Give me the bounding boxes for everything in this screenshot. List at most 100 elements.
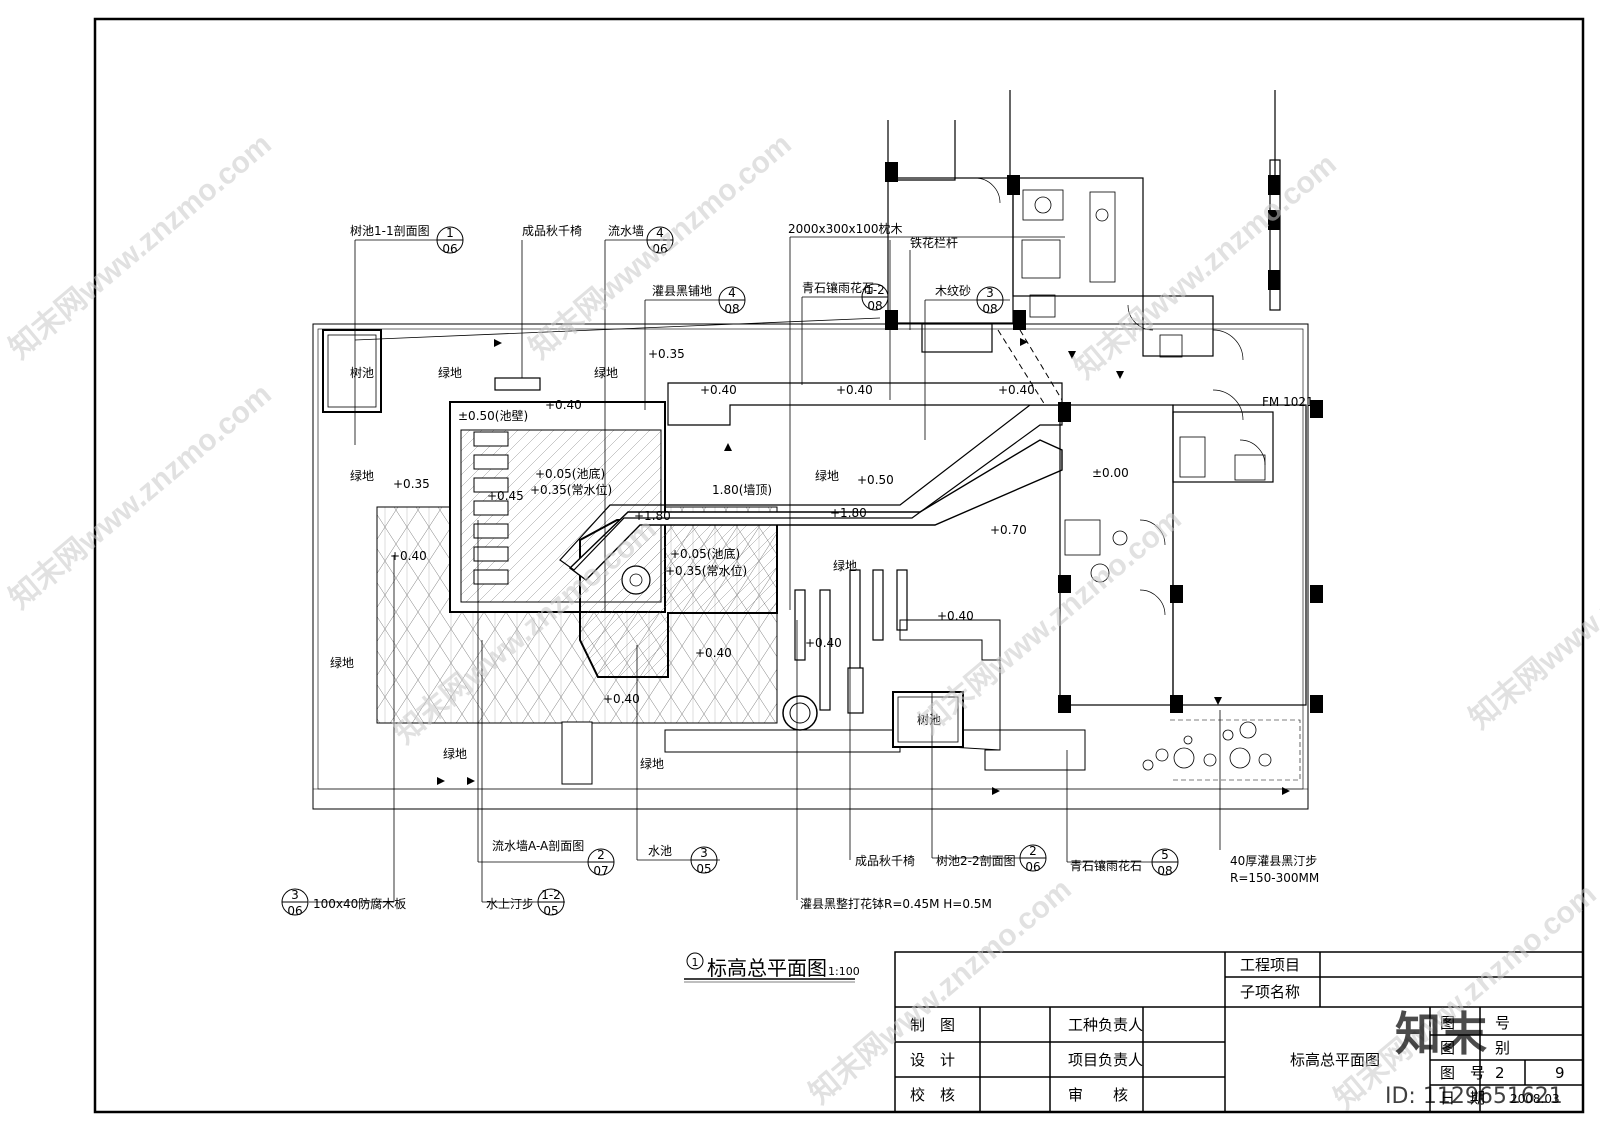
elevation: +0.40 [836,383,873,397]
tb-trade-lead: 工种负责人 [1068,1016,1143,1034]
watermark-id: ID: 1129651621 [1385,1084,1563,1109]
tb-sheet-title: 标高总平面图 [1290,1051,1380,1069]
callout-num: 4 [656,226,664,240]
tb-cat-value: 号 [1495,1014,1510,1032]
stone-path [664,619,1086,771]
callout-num: 5 [1161,848,1169,862]
watermark-text: 知末网www.znzmo.com [3,128,277,366]
stepping-stones [473,431,509,585]
zone-label: 绿地 [443,746,467,761]
drawing-title: 标高总平面图 [707,956,827,980]
tb-cat: 图 [1440,1014,1455,1032]
zone-label: 绿地 [594,365,618,380]
building [887,90,1307,706]
title-block [894,951,1584,1113]
elevation: ±0.50(池壁) [458,408,528,423]
callout-label: 树池1-1剖面图 [350,223,430,238]
elevation: +0.40 [805,636,842,650]
callout-sheet: 07 [593,864,608,878]
callout-label: 流水墙A-A剖面图 [492,839,584,853]
swing-chair-top [494,377,541,391]
callout-label: R=150-300MM [1230,871,1319,885]
elevation: +0.70 [990,523,1027,537]
zone-label: 绿地 [640,756,664,771]
callout-label: 水池 [648,844,672,858]
callout-label: 铁花栏杆 [910,235,958,250]
tb-type-value: 别 [1495,1039,1510,1057]
callout-label: 灌县黑整打花钵R=0.45M H=0.5M [800,896,992,911]
elevation: +0.40 [700,383,737,397]
zone-label: 绿地 [438,365,462,380]
elevation: +0.40 [603,692,640,706]
site-boundary [312,323,1309,810]
callout-label: 木纹砂 [935,284,971,298]
callout-sheet: 08 [1157,864,1172,878]
tb-project: 工程项目 [1240,956,1300,974]
elevation: +0.05(池底) [535,466,605,481]
callout-sheet: 05 [543,904,558,918]
elevation: +0.40 [390,549,427,563]
title-number: 1 [692,956,699,969]
callout-sheet: 06 [652,242,667,256]
callout-label: 2000x300x100枕木 [788,221,903,236]
callout-sheet: 05 [696,862,711,876]
elevation: +0.35(常水位) [665,563,747,578]
building-columns [885,162,1323,713]
watermark-text: 知末网www.znzmo.com [1068,148,1342,386]
flower-pot [782,695,818,731]
tree-pit-bottom [892,691,964,748]
zone-label: 绿地 [350,468,374,483]
callout-label: 水上汀步 [486,897,534,911]
callout-circles [281,226,1179,970]
callout-label: 树池2-2剖面图 [936,853,1016,868]
callout-num: 2 [597,848,605,862]
callout-sheet: 06 [287,904,302,918]
callout-label: 100x40防腐木板 [313,896,406,911]
drawing-scale: 1:100 [828,965,860,978]
callout-num: 1-2 [541,888,561,902]
callout-sheet: 08 [724,302,739,316]
door-label: FM 1021 [1262,395,1314,409]
callout-num: 1 [446,226,454,240]
watermark-text: 知末网www.znzmo.com [1463,498,1600,736]
tb-date-value: 2008.03 [1510,1092,1560,1106]
upper-wall [667,382,1063,426]
tb-design: 设 计 [910,1051,955,1069]
callout-label: 成品秋千椅 [522,224,582,238]
callout-num: 1-2 [865,283,885,297]
callout-num: 3 [700,846,708,860]
elevation: +0.05(池底) [670,546,740,561]
tb-date-label: 日 期 [1440,1089,1485,1107]
callout-sheet: 08 [867,299,882,313]
callout-sheet: 06 [1025,860,1040,874]
tb-project-lead: 项目负责人 [1068,1051,1143,1069]
zone-label: 树池 [917,712,941,727]
elevation: +0.50 [857,473,894,487]
tb-type: 图 [1440,1039,1455,1057]
callout-sheet: 08 [982,302,997,316]
elevation: 1.80(墙顶) [712,483,772,497]
timber-sleepers [794,569,908,714]
callout-label: 青石镶雨花石 [1070,858,1142,873]
tb-check: 校 核 [910,1086,955,1104]
watermark-text: 知末网www.znzmo.com [523,128,797,366]
garden-steps [1142,721,1272,771]
elevation: +0.40 [545,398,582,412]
zone-label: 树池 [350,365,374,380]
zone-label: 绿地 [833,558,857,573]
callout-label: 青石镶雨花石 [802,280,874,295]
tb-draw: 制 图 [910,1016,955,1034]
sheet-border [93,17,1585,1114]
water-wall [568,439,1063,581]
elevation: +0.35(常水位) [530,482,612,497]
elevation: +1.80 [830,506,867,520]
zone-label: 绿地 [330,655,354,670]
callout-num: 3 [986,286,994,300]
zone-label: 绿地 [815,468,839,483]
elevation: +1.80 [634,509,671,523]
elevation: +0.40 [937,609,974,623]
callout-sheet: 06 [442,242,457,256]
callout-num: 2 [1029,844,1037,858]
callout-num: 3 [291,888,299,902]
